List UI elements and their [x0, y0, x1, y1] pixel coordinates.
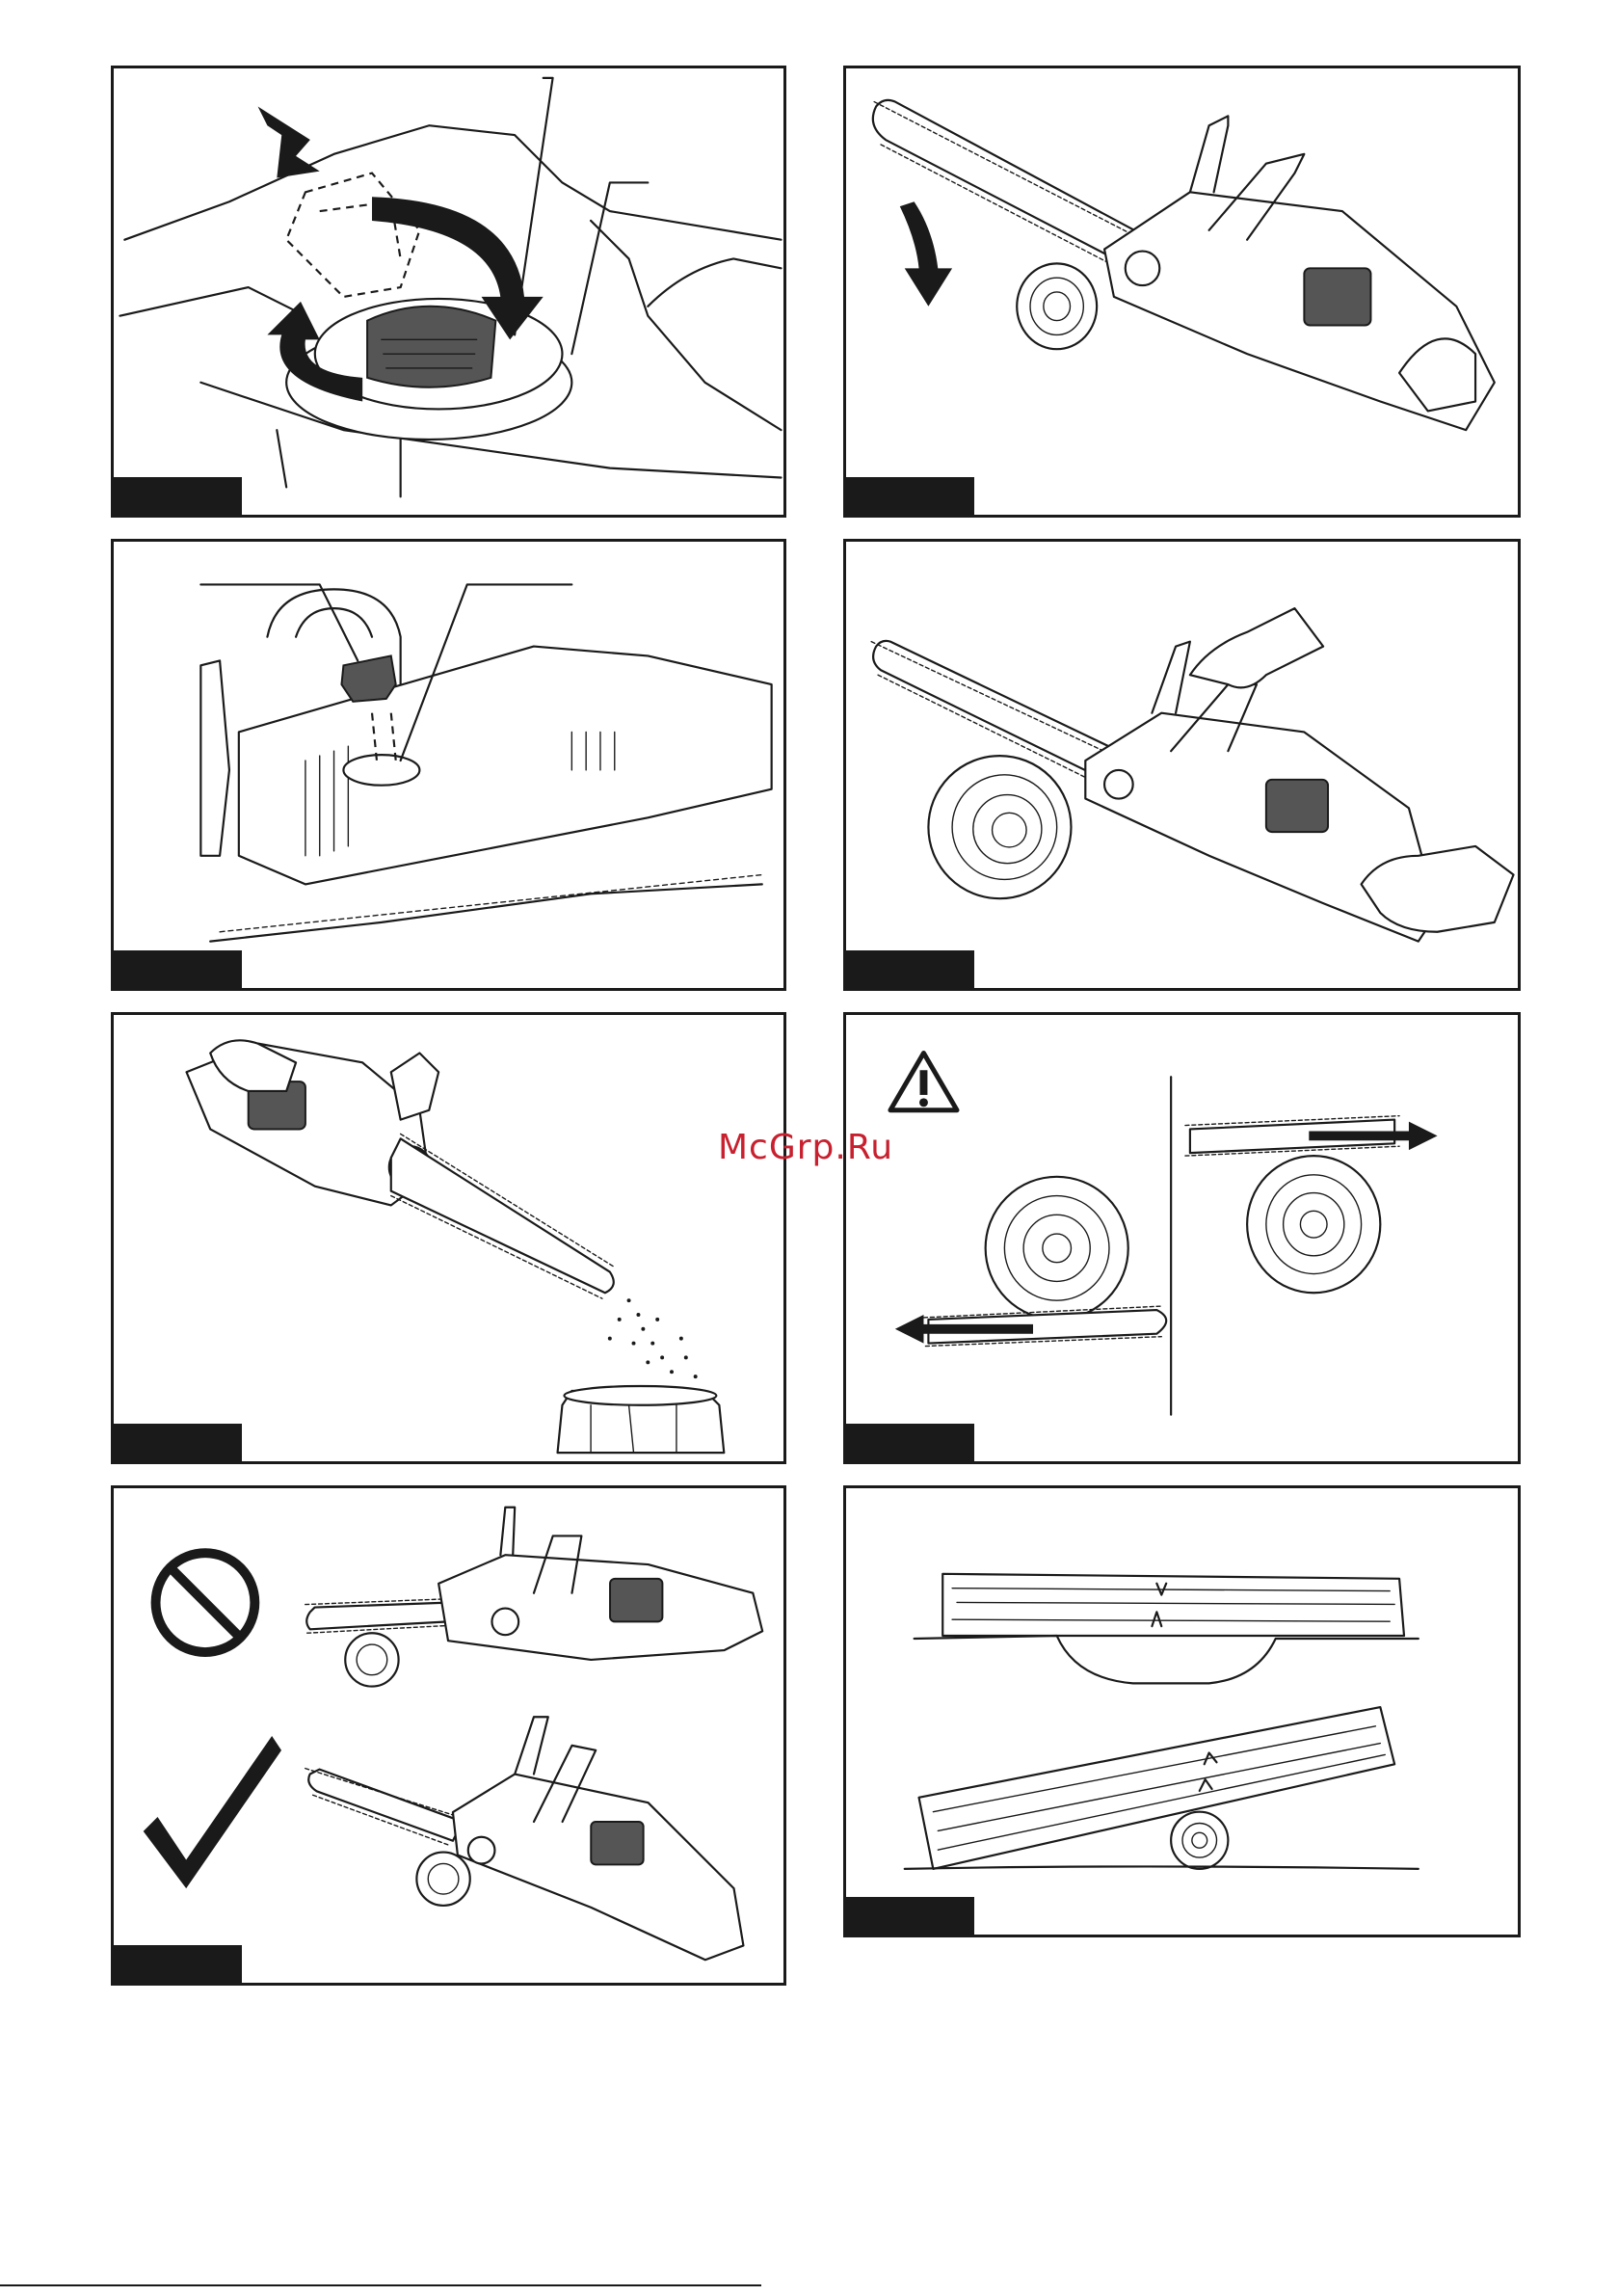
press-arrow-icon: [258, 106, 320, 177]
figure-number-tab: [111, 950, 242, 991]
log-end-right: [1247, 1156, 1380, 1293]
watermark: McGrp.Ru: [718, 1128, 893, 1167]
prohibited-icon: [156, 1553, 255, 1652]
figure-number-tab: [843, 1424, 974, 1464]
guide-bar-right: [308, 1770, 463, 1841]
figure-number-tab: [843, 1897, 974, 1937]
warning-triangle-icon: [890, 1053, 957, 1109]
chainsaw-body: [1104, 192, 1495, 430]
figure-number-tab: [111, 1424, 242, 1464]
log-support-illustration: [846, 1488, 1518, 1935]
oil-cap-removal-illustration: [114, 542, 783, 988]
figure-panel-6: [843, 1012, 1521, 1464]
pull-push-warning-illustration: [846, 1015, 1518, 1461]
figure-panel-2: [843, 66, 1521, 518]
chainsaw-spike-illustration: [846, 68, 1518, 515]
log-end-left: [986, 1177, 1128, 1320]
chainsaw-right: [453, 1775, 743, 1961]
figure-number-tab: [843, 950, 974, 991]
oil-spray-dots: [608, 1298, 698, 1378]
figure-panel-7: [111, 1485, 786, 1986]
figure-panel-3: [111, 539, 786, 991]
oil-cap: [341, 655, 395, 701]
figure-number-tab: [843, 477, 974, 518]
checkmark-icon: [144, 1736, 281, 1888]
two-hand-grip-illustration: [846, 542, 1518, 988]
footer-rule: [0, 2284, 761, 2286]
right-hand: [391, 1053, 438, 1119]
figure-number-tab: [111, 477, 242, 518]
battery-slot: [1304, 268, 1370, 325]
figure-panel-5: [111, 1012, 786, 1464]
log-supported-both-ends: [942, 1574, 1404, 1636]
guide-bar-wrong: [306, 1603, 448, 1630]
log-end: [1017, 263, 1097, 349]
figure-panel-1: [111, 66, 786, 518]
log-end: [928, 756, 1071, 898]
figure-panel-4: [843, 539, 1521, 991]
chainsaw-housing: [239, 647, 772, 885]
guide-bar: [391, 1138, 614, 1293]
figure-panel-8: [843, 1485, 1521, 1937]
oil-cap: [367, 307, 495, 387]
oil-cap-rotation-illustration: [114, 68, 783, 515]
figure-number-tab: [111, 1945, 242, 1986]
down-arrow-icon: [900, 201, 952, 307]
oil-spray-test-illustration: [114, 1015, 783, 1461]
left-hand: [1190, 608, 1323, 687]
wrong-right-cutting-illustration: [114, 1488, 783, 1983]
chainsaw-wrong: [438, 1555, 762, 1660]
